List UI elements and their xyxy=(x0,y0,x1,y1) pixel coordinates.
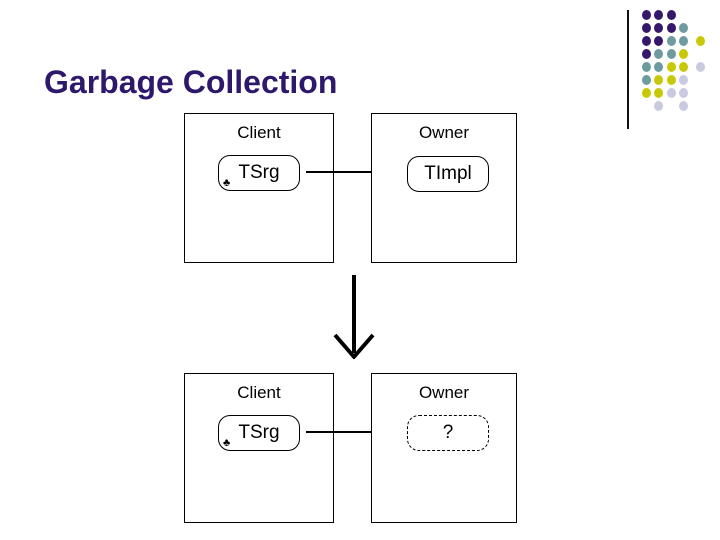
bottom-tsrg-object-label: TSrg xyxy=(238,422,280,443)
bottom-client-box: Client ♣ TSrg xyxy=(184,373,334,523)
unknown-object-label: ? xyxy=(442,422,454,443)
top-owner-label: Owner xyxy=(418,123,470,142)
club-icon: ♣ xyxy=(223,177,231,189)
decoration-vertical-line xyxy=(627,10,629,129)
slide-title: Garbage Collection xyxy=(44,64,338,100)
top-tsrg-object-label: TSrg xyxy=(238,162,280,183)
top-tsrg-object: ♣ TSrg xyxy=(218,155,300,191)
bottom-owner-label: Owner xyxy=(418,383,470,402)
bottom-owner-box: Owner ? xyxy=(371,373,517,523)
unknown-object: ? xyxy=(407,415,489,451)
bottom-tsrg-object: ♣ TSrg xyxy=(218,415,300,451)
club-icon: ♣ xyxy=(223,437,231,449)
timpl-object-label: TImpl xyxy=(424,163,472,184)
bottom-connector-line xyxy=(306,431,396,433)
top-client-label: Client xyxy=(237,123,281,142)
top-connector-line xyxy=(306,171,396,173)
top-client-box: Client ♣ TSrg xyxy=(184,113,334,263)
down-arrow-icon xyxy=(333,275,375,360)
top-owner-box: Owner TImpl xyxy=(371,113,517,263)
bottom-client-label: Client xyxy=(237,383,281,402)
timpl-object: TImpl xyxy=(407,156,489,192)
